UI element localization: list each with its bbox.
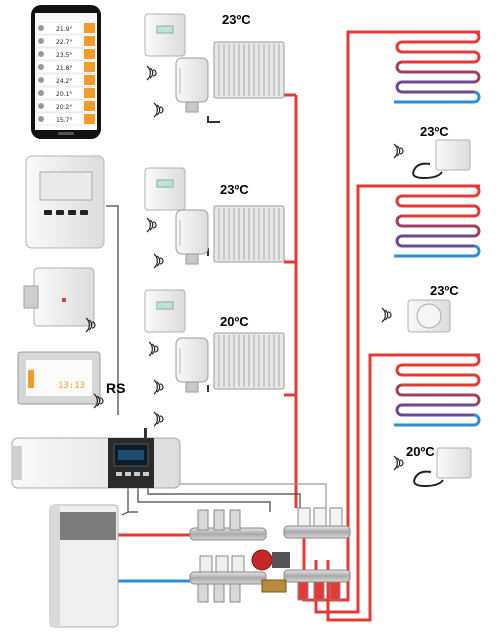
app-row-value: 24.2°	[56, 78, 72, 85]
floor-loop-1	[394, 30, 481, 104]
room-temp-1: 23ºC	[222, 12, 251, 27]
wifi-icon	[153, 411, 164, 427]
floor-temp-3: 20ºC	[406, 444, 435, 459]
radiator-manifold	[189, 509, 267, 603]
floor-temp-1: 23ºC	[420, 124, 449, 139]
app-row-list: 21.9° 22.7° 23.5° 21.8°	[35, 21, 97, 126]
floor-loop-3	[394, 353, 481, 427]
app-row-value: 21.8°	[56, 65, 72, 72]
app-row-value: 23.5°	[56, 52, 72, 59]
wifi-icon	[381, 307, 392, 323]
app-row-value: 21.9°	[56, 26, 72, 33]
boiler	[49, 504, 119, 628]
smartphone-app: 21.9° 22.7° 23.5° 21.8°	[31, 5, 101, 139]
floor-riser-3	[326, 353, 480, 622]
control-wires	[106, 205, 327, 516]
app-row: 15.7°	[35, 112, 97, 126]
floor-manifold	[261, 507, 351, 601]
rs-label: RS	[106, 380, 125, 396]
app-row: 21.8°	[35, 60, 97, 74]
wifi-icon	[153, 102, 164, 118]
wifi-icon	[393, 455, 404, 471]
wall-controller	[25, 155, 105, 249]
app-row: 21.9°	[35, 21, 97, 35]
radiator-3	[213, 332, 285, 390]
radiator-2	[213, 205, 285, 263]
app-row-value: 20.1°	[56, 91, 72, 98]
wifi-icon	[153, 379, 164, 395]
valve-actuator-1	[175, 57, 209, 113]
floor-thermostat-2	[407, 299, 451, 333]
wifi-icon	[146, 65, 157, 81]
room-sensor-2	[144, 167, 186, 211]
floor-temp-2: 23ºC	[430, 283, 459, 298]
wireless-module	[23, 267, 95, 327]
panel-clock: 13:13	[58, 381, 85, 391]
app-row: 20.1°	[35, 86, 97, 100]
wifi-icon	[153, 253, 164, 269]
app-row-value: 15.7°	[56, 117, 72, 124]
floor-riser-1	[302, 30, 480, 602]
wifi-icon	[393, 143, 404, 159]
wifi-icon	[146, 217, 157, 233]
valve-actuator-3	[175, 337, 209, 393]
pump	[251, 549, 290, 571]
app-row: 24.2°	[35, 73, 97, 87]
app-row: 23.5°	[35, 47, 97, 61]
wifi-icon	[148, 341, 159, 357]
app-row: 20.2°	[35, 99, 97, 113]
room-temp-2: 23ºC	[220, 182, 249, 197]
app-row: 22.7°	[35, 34, 97, 48]
main-controller	[11, 428, 181, 489]
room-sensor-1	[144, 13, 186, 57]
app-row-value: 20.2°	[56, 104, 72, 111]
supply-pipes	[116, 30, 480, 622]
app-row-value: 22.7°	[56, 39, 72, 46]
radiator-1	[213, 41, 285, 99]
valve-actuator-2	[175, 209, 209, 265]
floor-loop-2	[394, 184, 481, 258]
floor-thermostat-1	[412, 139, 471, 179]
touch-panel: 13:13	[17, 351, 101, 405]
room-sensor-3	[144, 289, 186, 333]
room-temp-3: 20ºC	[220, 314, 249, 329]
floor-riser-2	[314, 184, 480, 614]
